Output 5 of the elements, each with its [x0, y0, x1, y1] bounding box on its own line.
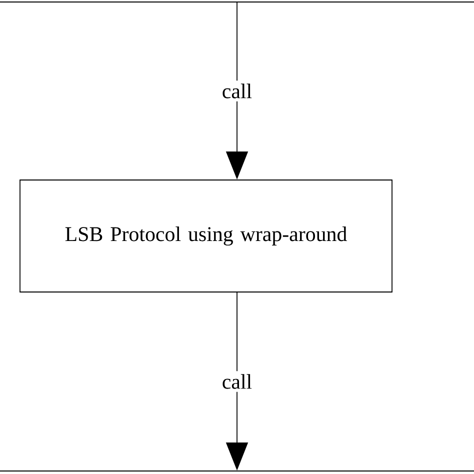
process-box: LSB Protocol using wrap-around [20, 180, 392, 292]
process-box [0, 470, 474, 474]
process-box [0, 0, 474, 2]
edge-label: call [218, 371, 256, 392]
edge-label: call [218, 80, 256, 102]
